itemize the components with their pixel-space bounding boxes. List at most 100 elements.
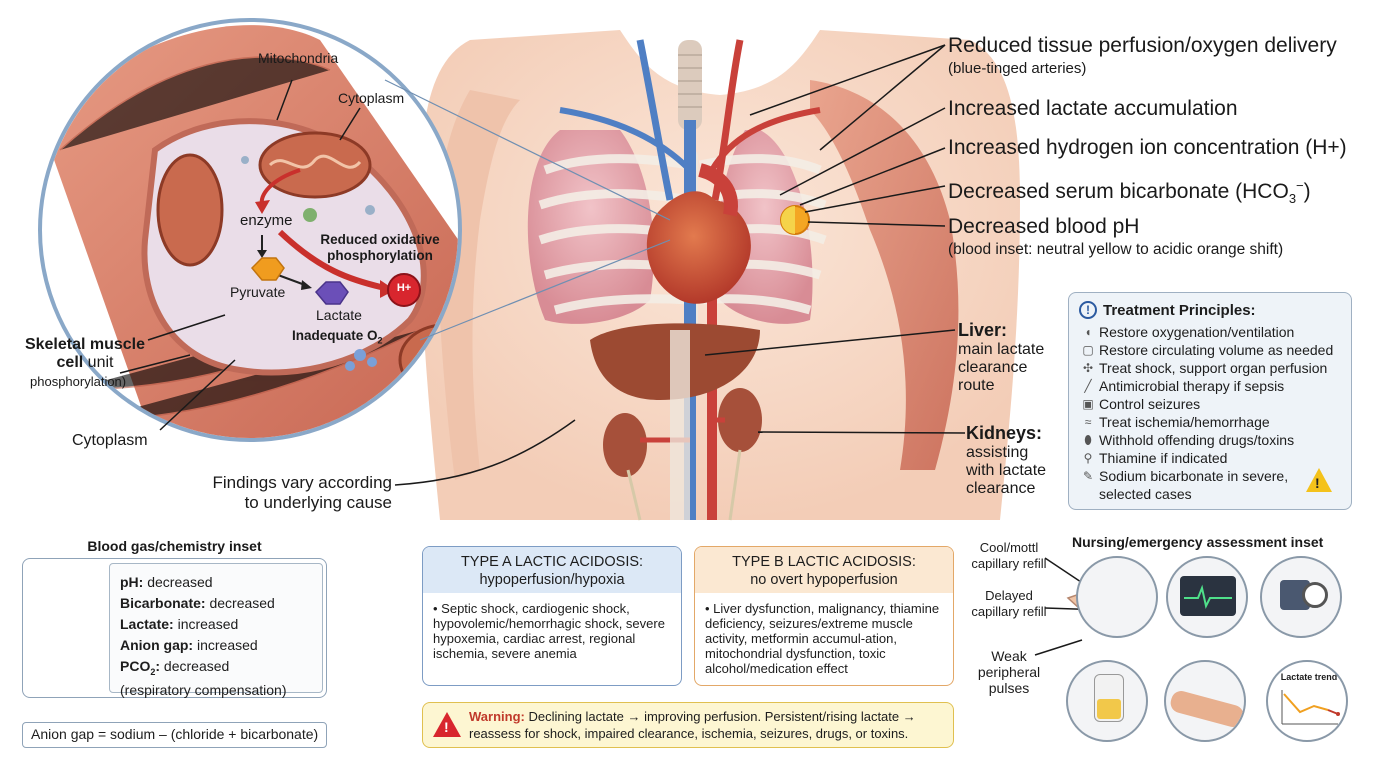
type-a-title: TYPE A LACTIC ACIDOSIS: — [460, 554, 644, 570]
treatment-item: ▢ Restore circulating volume as needed — [1077, 341, 1345, 359]
dropper-icon: ⚲ — [1083, 451, 1093, 465]
h-ion-label: H+ — [396, 282, 412, 294]
lactate-trend-circle: Lactate trend — [1266, 660, 1348, 742]
leader-lines — [119, 44, 1106, 656]
warning-mark: ! — [1315, 475, 1320, 491]
blood-gas-row: Anion gap: increased — [120, 637, 258, 653]
arm-icon — [1168, 688, 1244, 730]
monitor-icon — [1180, 576, 1236, 616]
treatment-item-text: Restore circulating volume as needed — [1099, 342, 1334, 358]
findings-label: Findings vary according to underlying ca… — [190, 473, 392, 513]
pyruvate-label: Pyruvate — [230, 284, 286, 300]
lactate-trend-label: Lactate trend — [1280, 672, 1338, 682]
bicarbonate-label: Decreased serum bicarbonate (HCO3−) — [948, 178, 1311, 207]
blood-gas-row: Bicarbonate: decreased — [120, 595, 275, 611]
lactate-hexagon — [314, 281, 349, 305]
type-a-panel: TYPE A LACTIC ACIDOSIS: hypoperfusion/hy… — [422, 546, 682, 686]
lactate-accumulation-label: Increased lactate accumulation — [948, 97, 1238, 120]
reduced-oxidative-label: Reduced oxidative phosphorylation — [320, 232, 440, 263]
treatment-item-text: Treat ischemia/hemorrhage — [1099, 414, 1270, 430]
pco2-note: (respiratory compensation) — [120, 681, 287, 698]
type-b-subtitle: no overt hypoperfusion — [750, 572, 898, 588]
type-b-panel: TYPE B LACTIC ACIDOSIS: no overt hypoper… — [694, 546, 954, 686]
pill-icon: ⬮ — [1084, 433, 1092, 447]
hydrogen-ion-label: Increased hydrogen ion concentration (H+… — [948, 136, 1347, 159]
kidneys-sub-2: with lactate — [966, 462, 1047, 479]
treatment-panel: ! Treatment Principles: ◖Restore oxygena… — [1068, 292, 1352, 510]
skeletal-muscle-label: Skeletal muscle cell unit — [24, 336, 146, 371]
medkit-icon: ▣ — [1082, 397, 1094, 411]
type-b-header: TYPE B LACTIC ACIDOSIS: no overt hypoper… — [695, 547, 953, 593]
type-a-header: TYPE A LACTIC ACIDOSIS: hypoperfusion/hy… — [423, 547, 681, 593]
warning-triangle-icon — [1306, 468, 1332, 492]
injection-icon: ✎ — [1082, 469, 1094, 483]
blood-gas-title: Blood gas/chemistry inset — [87, 538, 262, 554]
kidneys-label: Kidneys: assisting with lactate clearanc… — [966, 423, 1046, 498]
kidneys-sub-3: clearance — [966, 480, 1036, 497]
cytoplasm-top-label: Cytoplasm — [338, 90, 405, 106]
iv-bag-icon: ▢ — [1082, 343, 1094, 357]
perfusion-note: (blue-tinged arteries) — [948, 60, 1087, 77]
kidneys-sub-1: assisting — [966, 444, 1029, 461]
treatment-item: ⬮ Withhold offending drugs/toxins — [1077, 431, 1345, 449]
treatment-item: ✣Treat shock, support organ perfusion — [1077, 359, 1345, 377]
treatment-item: ◖ Restore oxygenation/ventilation — [1077, 323, 1345, 341]
organ-icon: ✣ — [1082, 361, 1094, 375]
treatment-item: ✎ Sodium bicarbonate in severe, selected … — [1077, 467, 1345, 503]
treatment-item: ≈ Treat ischemia/hemorrhage — [1077, 413, 1345, 431]
liver-sub-1: main lactate — [958, 341, 1045, 358]
blood-gas-row: Lactate: increased — [120, 616, 239, 632]
treatment-item-text: Sodium bicarbonate in severe, selected c… — [1099, 468, 1289, 502]
blood-gas-row: pH: decreased — [120, 574, 213, 590]
iv-bag-icon — [1094, 674, 1124, 722]
trend-chart-icon — [1281, 690, 1340, 725]
nursing-title: Nursing/emergency assessment inset — [1072, 534, 1324, 550]
lactate-label: Lactate — [316, 307, 362, 323]
mitochondria-label: Mitochondria — [258, 50, 339, 66]
syringe-icon: ╱ — [1084, 379, 1092, 393]
blood-draw-circle — [1164, 660, 1246, 742]
anion-gap-formula: Anion gap = sodium – (chloride + bicarbo… — [22, 722, 327, 748]
bp-cuff-circle — [1260, 556, 1342, 638]
liver-sub-3: route — [958, 377, 995, 394]
liver-title: Liver: — [958, 320, 1008, 340]
treatment-item: ⚲ Thiamine if indicated — [1077, 449, 1345, 467]
kidney-right — [718, 388, 762, 452]
treatment-item-text: Restore oxygenation/ventilation — [1099, 324, 1295, 340]
pyruvate-hexagon — [250, 257, 285, 281]
cytoplasm-bottom-label: Cytoplasm — [72, 432, 148, 449]
pco2-row: PCO2: decreased — [120, 658, 230, 677]
blood-ph-label: Decreased blood pH — [948, 215, 1140, 238]
liver-sub-2: clearance — [958, 359, 1028, 376]
perfusion-label: Reduced tissue perfusion/oxygen delivery — [948, 34, 1337, 57]
treatment-item-text: Antimicrobial therapy if sepsis — [1099, 378, 1285, 394]
treatment-item-text: Thiamine if indicated — [1099, 450, 1228, 466]
type-b-title: TYPE B LACTIC ACIDOSIS: — [732, 554, 916, 570]
bandage-icon: ≈ — [1084, 415, 1092, 429]
alert-triangle-icon — [433, 712, 461, 737]
treatment-item-text: Control seizures — [1099, 396, 1201, 412]
type-a-subtitle: hypoperfusion/hypoxia — [479, 572, 625, 588]
liver-label: Liver: main lactate clearance route — [958, 320, 1044, 395]
type-b-body: • Liver dysfunction, malignancy, thiamin… — [705, 601, 940, 676]
heart — [646, 191, 751, 304]
monitor-circle — [1166, 556, 1248, 638]
alert-mark: ! — [444, 719, 449, 735]
findings-line-1: Findings vary according — [212, 473, 392, 492]
phosphorylation-label: phosphorylation) — [30, 374, 127, 389]
muscle-cell-inset — [38, 18, 462, 442]
iv-bag-circle — [1066, 660, 1148, 742]
findings-line-2: to underlying cause — [244, 493, 392, 512]
warning-text: Warning: Declining lactate → improving p… — [469, 709, 916, 741]
treatment-item-text: Withhold offending drugs/toxins — [1099, 432, 1295, 448]
info-icon: ! — [1079, 301, 1097, 319]
treatment-item: ╱ Antimicrobial therapy if sepsis — [1077, 377, 1345, 395]
inadequate-o2-label: Inadequate O2 — [292, 328, 383, 346]
h-ion-circle — [387, 273, 421, 307]
mask-icon: ◖ — [1084, 325, 1092, 339]
enzyme-label: enzyme — [240, 212, 293, 229]
